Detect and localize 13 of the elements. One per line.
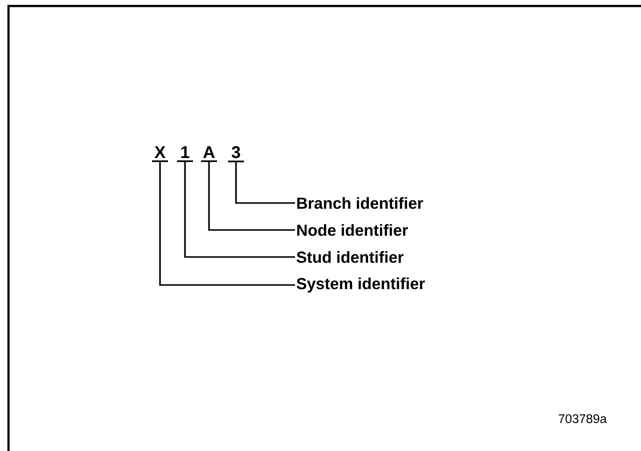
leader-line	[151, 160, 296, 286]
leader-line	[200, 160, 296, 231]
identifier-label: Branch identifier	[297, 197, 424, 209]
identifier-label: Node identifier	[297, 224, 408, 236]
figure-number: 703789a	[558, 414, 607, 424]
leader-line	[227, 160, 296, 204]
leader-line	[176, 160, 296, 258]
identifier-label: System identifier	[296, 278, 425, 292]
identifier-letter: 3	[232, 146, 240, 158]
identifier-letter: X	[154, 146, 166, 158]
identifier-letter: 1	[181, 146, 190, 158]
identifier-letter: A	[203, 146, 215, 158]
identifier-label: Stud identifier	[296, 251, 404, 263]
